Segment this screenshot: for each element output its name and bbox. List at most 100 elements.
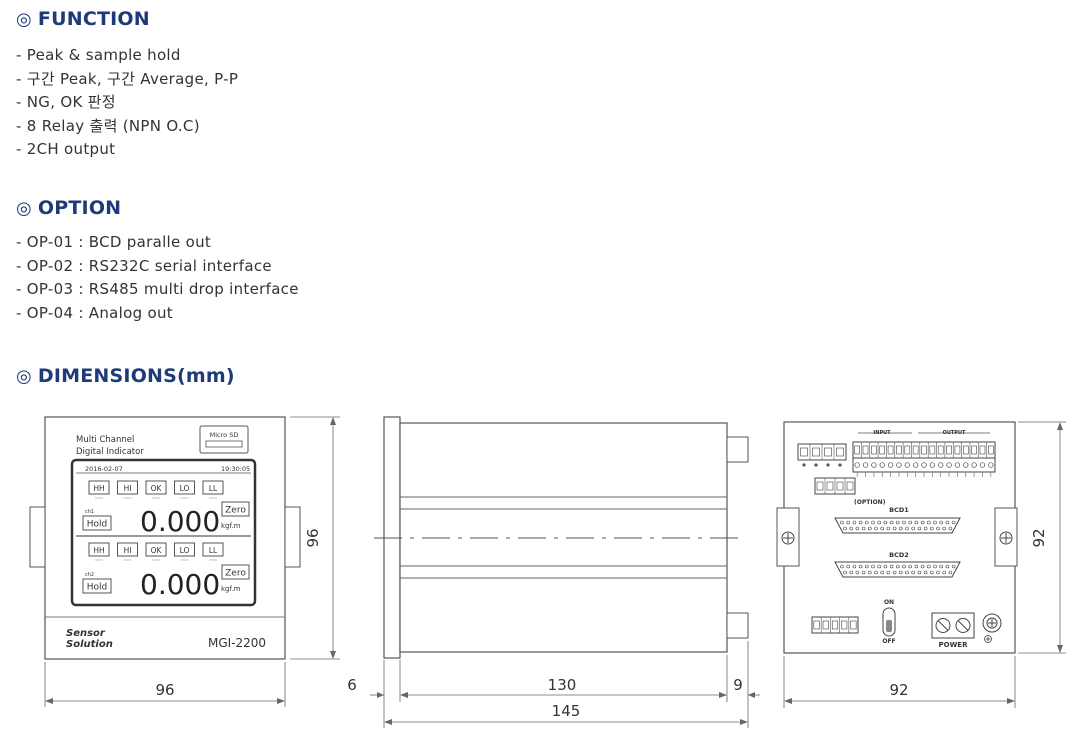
ch1-status-label: OK	[151, 484, 163, 493]
ch1-zero-label: Zero	[225, 506, 246, 516]
ch2-status-button-hi[interactable]	[117, 542, 138, 557]
side-front-bezel	[383, 416, 401, 659]
ch1-status-button-hh[interactable]	[88, 480, 110, 495]
function-list: - Peak & sample hold - 구간 Peak, 구간 Avera…	[16, 44, 238, 162]
function-title: FUNCTION	[37, 8, 150, 30]
bcd1-label: BCD1	[889, 506, 909, 514]
ch1-zero-button[interactable]	[221, 501, 250, 517]
ch2-hold-label: Hold	[87, 583, 108, 593]
list-item: - 구간 Peak, 구간 Average, P-P	[16, 69, 239, 88]
ch2-status-button-hh[interactable]	[88, 542, 110, 557]
arrowhead	[330, 651, 336, 659]
terminal-pin	[812, 447, 820, 457]
double-circle-icon: ◎	[16, 8, 32, 30]
list-item: - OP-02 : RS232C serial interface	[16, 256, 272, 275]
bcd2-connector	[834, 561, 961, 578]
side-body	[399, 422, 728, 653]
double-circle-icon: ◎	[16, 365, 32, 387]
arrowhead	[277, 698, 285, 704]
terminal-pin	[871, 445, 877, 455]
arrowhead	[377, 692, 384, 698]
terminal-pin	[937, 445, 944, 455]
terminal-pin	[816, 481, 824, 491]
arrowhead	[748, 692, 755, 698]
terminal-pin	[904, 445, 911, 455]
arrowhead	[45, 698, 53, 704]
ch1-hold-label: Hold	[87, 520, 108, 530]
list-item: - OP-01 : BCD paralle out	[16, 233, 212, 251]
terminal-pin	[912, 445, 919, 455]
list-item: - OP-03 : RS485 multi drop interface	[16, 280, 299, 298]
option-terminal-block	[814, 477, 856, 495]
ch1-status-label: LL	[209, 484, 218, 493]
output-label: OUTPUT	[943, 430, 966, 436]
brand-line1: Sensor	[66, 628, 106, 639]
ch2-status-label: OK	[151, 546, 163, 555]
terminal-pin	[854, 445, 860, 455]
terminal-pin	[850, 620, 857, 630]
front-height-label: 96	[304, 528, 322, 547]
list-item: - Peak & sample hold	[16, 46, 181, 64]
ch2-zero-button[interactable]	[221, 564, 250, 580]
ch1-status-button-lo[interactable]	[174, 480, 195, 495]
brand-line2: Solution	[66, 639, 113, 650]
input-label: INPUT	[873, 430, 891, 436]
terminal-pin	[921, 445, 927, 455]
power-label: POWER	[939, 641, 969, 649]
terminal-pin	[822, 620, 829, 630]
ch2-status-button-lo[interactable]	[174, 542, 195, 557]
ch1-status-button-hi[interactable]	[117, 480, 138, 495]
front-depth-label: 6	[347, 676, 357, 694]
terminal-pin	[879, 445, 886, 455]
ch2-status-button-ok[interactable]	[145, 542, 167, 557]
ch2-status-button-ll[interactable]	[202, 542, 224, 557]
lcd-time: 19:30:05	[221, 465, 250, 473]
list-item: - 8 Relay 출력 (NPN O.C)	[16, 116, 200, 135]
front-view: Multi Channel Digital Indicator Micro SD…	[29, 416, 340, 707]
bcd1-connector	[834, 517, 961, 534]
option-list: - OP-01 : BCD paralle out - OP-02 : RS23…	[16, 231, 299, 325]
ch1-status-label: HH	[93, 484, 104, 493]
lcd-date: 2016-02-07	[85, 465, 123, 473]
ch2-status-label: HI	[124, 546, 132, 555]
ch2-hold-button[interactable]	[82, 578, 112, 594]
ch1-status-button-ll[interactable]	[202, 480, 224, 495]
bottom-terminal-block	[811, 616, 859, 634]
arrowhead	[384, 719, 392, 725]
micro-sd-slot	[205, 440, 243, 448]
front-title-line1: Multi Channel	[76, 435, 134, 445]
rear-depth-label: 9	[733, 676, 743, 694]
ch1-unit: kgf.m	[221, 522, 241, 530]
arrowhead	[719, 692, 727, 698]
ch1-hold-button[interactable]	[82, 515, 112, 531]
side-view: 6 130 9 145	[347, 416, 760, 728]
bcd2-label: BCD2	[889, 551, 909, 559]
option-heading: ◎ OPTION	[16, 197, 121, 219]
list-item: - NG, OK 판정	[16, 93, 116, 111]
dimensions-heading: ◎ DIMENSIONS(mm)	[16, 365, 235, 387]
left-bracket	[29, 506, 46, 568]
ch1-status-button-ok[interactable]	[145, 480, 167, 495]
aux-terminal-block	[797, 443, 847, 467]
ch1-status-label: HI	[124, 484, 132, 493]
ch2-unit: kgf.m	[221, 585, 241, 593]
rear-connector-bottom	[726, 612, 749, 639]
ch2-label: ch2	[85, 572, 94, 578]
function-heading: ◎ FUNCTION	[16, 8, 150, 30]
input-output-terminal-block	[852, 441, 996, 477]
terminal-pin	[962, 445, 969, 455]
terminal-pin	[979, 445, 986, 455]
arrowhead	[1057, 422, 1063, 430]
arrowhead	[1057, 645, 1063, 653]
option-label: (OPTION)	[854, 499, 886, 506]
ch2-status-label: LL	[209, 546, 218, 555]
terminal-pin	[946, 445, 952, 455]
terminal-pin	[836, 481, 844, 491]
terminal-pin	[887, 445, 894, 455]
terminal-pin	[988, 445, 994, 455]
arrowhead	[740, 719, 748, 725]
terminal-pin	[800, 447, 808, 457]
